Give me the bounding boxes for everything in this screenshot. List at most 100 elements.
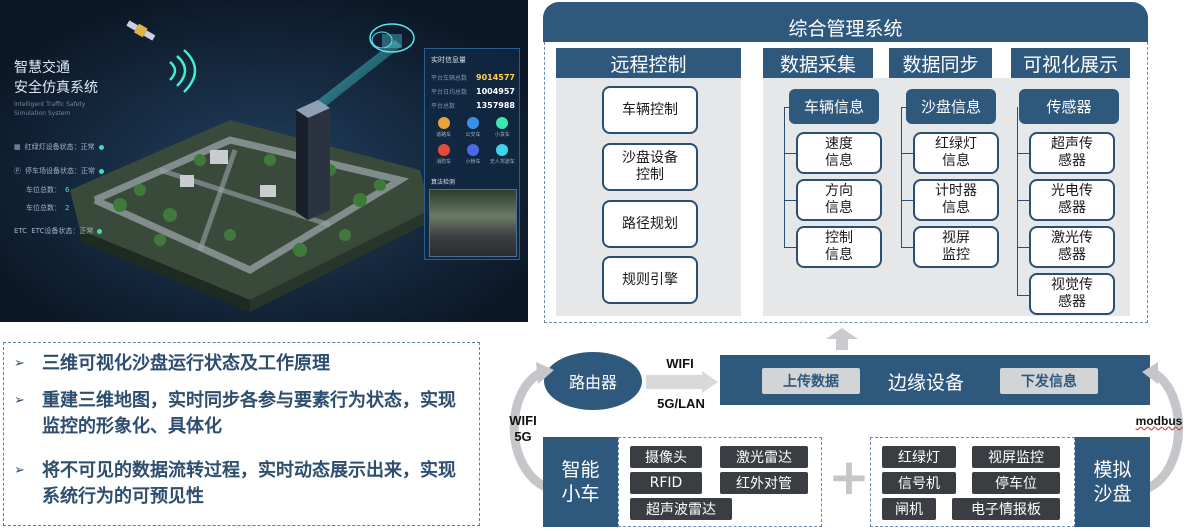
status-dot <box>98 144 104 150</box>
connector-line <box>901 107 902 247</box>
car-tag: 摄像头 <box>630 446 702 468</box>
vehicle-info-item: 方向 信息 <box>796 179 882 221</box>
camera-label: 算法检测 <box>431 179 456 186</box>
edge-device-label: 边缘设备 <box>888 372 965 394</box>
remote-control-header: 远程控制 <box>556 48 741 78</box>
data-collect-header: 数据采集 <box>763 48 873 78</box>
plus-icon: + <box>828 448 870 506</box>
sensor-item: 光电传 感器 <box>1029 179 1115 221</box>
stat-value: 2 <box>65 204 70 212</box>
stat-label: ETC设备状态：正常 <box>31 227 94 235</box>
sim-title: 智慧交通 安全仿真系统 <box>14 58 124 98</box>
connector-line <box>901 247 913 248</box>
car-tag: 激光雷达 <box>720 446 808 468</box>
sandbox-info-item: 计时器 信息 <box>913 179 999 221</box>
router-node: 路由器 <box>544 352 642 410</box>
connector-line <box>784 247 796 248</box>
data-sync-header: 数据同步 <box>889 48 992 78</box>
sandbox-tags-frame <box>870 437 1075 527</box>
sensor-head: 传感器 <box>1019 89 1119 124</box>
sandbox-3d-screenshot: 智慧交通 安全仿真系统 Intelligent Traffic Safety S… <box>0 0 528 322</box>
stat-icon: ▦ <box>14 143 21 151</box>
smart-car-block: 智能 小车 <box>543 437 618 527</box>
connector-line <box>901 200 913 201</box>
sim-title-line1: 智慧交通 <box>14 60 70 76</box>
bullet-item: ➢重建三维地图，实时同步各参与要素行为状态，实现监控的形象化、具体化 <box>14 388 474 440</box>
sandbox-tag: 视屏监控 <box>972 446 1060 468</box>
network-label: 5G/LAN <box>657 396 705 411</box>
sensor-item: 超声传 感器 <box>1029 132 1115 174</box>
download-info-tag: 下发信息 <box>1000 368 1098 394</box>
management-system-title: 综合管理系统 <box>788 17 903 40</box>
sandbox-block: 模拟 沙盘 <box>1075 437 1150 527</box>
stat-label: 红绿灯设备状态：正常 <box>24 143 95 151</box>
sim-subtitle: Intelligent Traffic Safety Simulation Sy… <box>14 101 86 117</box>
stat-spaces-2: 车位总数： 2 <box>26 203 69 213</box>
vehicle-icon: 小货车 <box>488 117 517 138</box>
car-tag: 红外对管 <box>720 472 808 494</box>
sensor-item: 激光传 感器 <box>1029 226 1115 268</box>
remote-item-box: 路径规划 <box>602 200 698 248</box>
stat-icon: ETC <box>14 227 28 235</box>
camera-feed-image <box>429 189 517 257</box>
left-curve-arrow <box>509 362 554 493</box>
connector-line <box>1017 247 1029 248</box>
vehicle-info-item: 速度 信息 <box>796 132 882 174</box>
connector-line <box>784 200 796 201</box>
bullet-item: ➢ 三维可视化沙盘运行状态及工作原理 <box>14 351 330 377</box>
up-arrow-icon <box>826 328 858 350</box>
bullet-text: 三维可视化沙盘运行状态及工作原理 <box>42 353 330 374</box>
modbus-label: modbus <box>1135 414 1183 428</box>
connector-line <box>1017 153 1029 154</box>
management-system-frame <box>544 42 1148 323</box>
connector-line <box>901 153 913 154</box>
car-tag: RFID <box>630 472 702 494</box>
sandbox-tag: 红绿灯 <box>882 446 956 468</box>
stat-traffic-light: ▦红绿灯设备状态：正常 <box>14 142 104 152</box>
panel-title: 实时信息量 <box>431 56 466 64</box>
sandbox-tag: 信号机 <box>882 472 956 494</box>
vehicle-icon: 小轿车 <box>458 144 487 165</box>
bullet-arrow-icon: ➢ <box>14 463 25 478</box>
bullet-text: 重建三维地图，实时同步各参与要素行为状态，实现监控的形象化、具体化 <box>42 390 456 437</box>
connector-line <box>1017 107 1018 295</box>
status-dot <box>99 168 104 174</box>
visualization-header: 可视化展示 <box>1011 48 1130 78</box>
connector-line <box>784 107 790 108</box>
connector-line <box>784 107 785 247</box>
vehicle-info-item: 控制 信息 <box>796 226 882 268</box>
right-arrow-icon <box>646 371 718 393</box>
management-system-header <box>543 2 1148 42</box>
connector-line <box>784 153 796 154</box>
wifi-label: WIFI <box>666 356 694 371</box>
stat-spaces-1: 车位总数： 6 <box>26 185 69 195</box>
vehicle-icon: 消防车 <box>429 144 458 165</box>
sandbox-tag: 闸机 <box>882 498 936 520</box>
wifi-5g-label: WIFI 5G <box>509 413 537 444</box>
car-tag: 超声波雷达 <box>630 498 732 520</box>
vehicle-info-head: 车辆信息 <box>789 89 879 124</box>
summary-bullets: ➢三维可视化沙盘运行状态及工作原理 ➢重建三维地图，实时同步各参与要素行为状态，… <box>3 342 480 526</box>
remote-item-box: 沙盘设备 控制 <box>602 143 698 191</box>
connector-line <box>901 107 907 108</box>
sandbox-tag: 停车位 <box>972 472 1060 494</box>
right-curve-arrow <box>1142 362 1183 493</box>
stat-label: 车位总数： <box>26 204 61 212</box>
remote-item-box: 规则引擎 <box>602 256 698 304</box>
bullet-arrow-icon: ➢ <box>14 356 25 371</box>
remote-item-box: 车辆控制 <box>602 86 698 134</box>
sandbox-tag: 电子情报板 <box>952 498 1060 520</box>
vehicle-icon: 公交车 <box>458 117 487 138</box>
sandbox-info-item: 视屏 监控 <box>913 226 999 268</box>
stat-label: 车位总数： <box>26 186 61 194</box>
sensor-item: 视觉传 感器 <box>1029 273 1115 315</box>
stat-value: 6 <box>65 186 70 194</box>
stat-label: 停车场设备状态：正常 <box>25 167 95 175</box>
smart-car-tags-frame <box>618 437 822 527</box>
vehicle-icon-grid: 道路车 公交车 小货车 消防车 小轿车 无人驾驶车 <box>429 117 517 165</box>
